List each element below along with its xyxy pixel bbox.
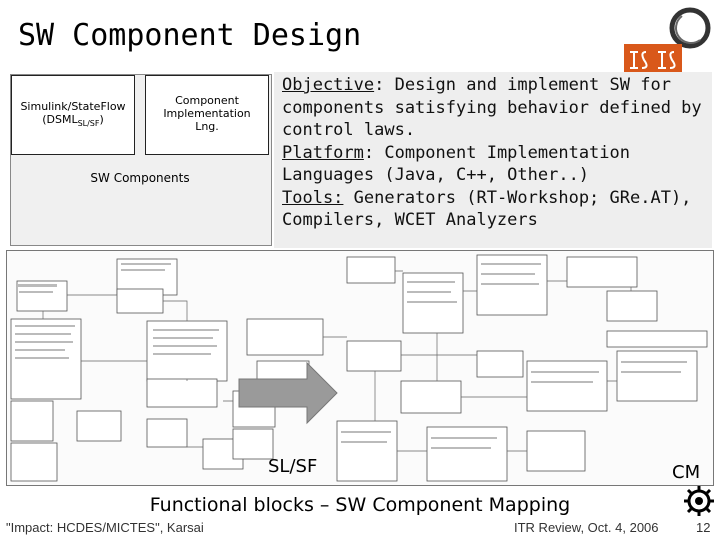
uml-class xyxy=(426,426,508,482)
cm-label: CM xyxy=(672,462,701,483)
uml-class xyxy=(476,350,524,378)
uml-class xyxy=(10,400,54,442)
uml-class xyxy=(116,288,164,314)
footer-left: "Impact: HCDES/MICTES", Karsai xyxy=(6,520,204,535)
functional-diagram-panel: Simulink/StateFlow (DSMLSL/SF) Component… xyxy=(10,74,272,246)
uml-class xyxy=(346,256,396,284)
mapping-arrow xyxy=(238,361,338,425)
impl-line3: Lng. xyxy=(195,120,219,133)
uml-class xyxy=(10,442,58,482)
objective-key: Objective xyxy=(282,75,375,95)
uml-diagram xyxy=(6,250,714,486)
isis-logo xyxy=(624,7,711,74)
objective-text: : Design and implement SW for components… xyxy=(282,75,702,140)
footer-right: ITR Review, Oct. 4, 2006 xyxy=(514,520,659,535)
platform-text: : Component Implementation Languages (Ja… xyxy=(282,142,630,186)
uml-class xyxy=(526,360,608,412)
tools-text: Generators (RT-Workshop; GRe.AT), Compil… xyxy=(282,187,692,231)
sim-label-line1: Simulink/StateFlow xyxy=(20,100,126,113)
uml-class xyxy=(566,256,638,288)
uml-class xyxy=(616,350,698,402)
uml-class xyxy=(606,290,658,322)
simulink-stateflow-box: Simulink/StateFlow (DSMLSL/SF) xyxy=(11,75,135,155)
page-number: 12 xyxy=(696,520,711,535)
objective-panel: Objective: Design and implement SW for c… xyxy=(274,72,712,248)
uml-class xyxy=(246,318,324,356)
uml-class xyxy=(346,340,402,372)
impl-line2: Implementation xyxy=(163,107,251,120)
page-title: SW Component Design xyxy=(18,18,362,53)
uml-class xyxy=(146,418,188,448)
uml-class xyxy=(400,380,462,414)
uml-class xyxy=(606,330,708,348)
sl-sf-label: SL/SF xyxy=(268,456,318,477)
uml-class xyxy=(336,420,398,482)
uml-class xyxy=(76,410,122,442)
implementation-language-box: Component Implementation Lng. xyxy=(145,75,269,155)
slide-caption: Functional blocks – SW Component Mapping xyxy=(149,494,571,516)
tools-key: Tools: xyxy=(282,187,344,208)
uml-class xyxy=(526,430,586,472)
impl-line1: Component xyxy=(175,94,239,107)
sw-components-label: SW Components xyxy=(90,171,190,185)
uml-class xyxy=(146,378,218,408)
uml-class xyxy=(232,428,274,460)
sim-label-line2: (DSMLSL/SF) xyxy=(42,113,104,129)
gear-icon xyxy=(684,486,714,516)
logo-block xyxy=(624,44,682,74)
platform-key: Platform xyxy=(282,142,364,163)
